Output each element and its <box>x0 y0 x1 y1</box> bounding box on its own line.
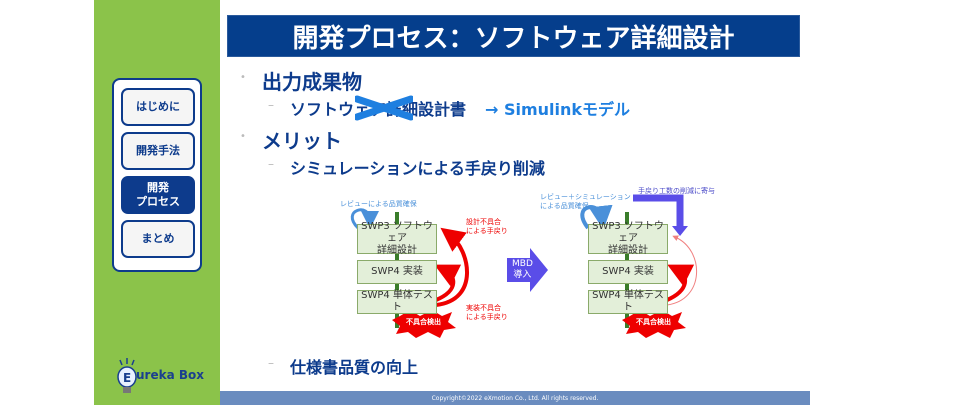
eureka-box-logo: E ureka Box <box>112 358 212 400</box>
slide-title: 開発プロセス：ソフトウェア詳細設計 <box>227 15 800 57</box>
bullet-sub-simulink: → Simulinkモデル <box>485 100 631 119</box>
step-box-unit-test-after: SWP4 単体テスト <box>588 290 668 314</box>
rework-arrow-design <box>435 227 469 307</box>
nav-panel: はじめに 開発手法 開発 プロセス まとめ <box>112 78 202 272</box>
bullet-dot: • <box>240 72 246 83</box>
mbd-label: MBD 導入 <box>512 259 533 280</box>
bullet-dash: – <box>268 356 274 370</box>
defect-burst-before <box>392 310 456 338</box>
step-box-unit-test: SWP4 単体テスト <box>357 290 437 314</box>
sidebar: はじめに 開発手法 開発 プロセス まとめ E ureka Box <box>94 0 220 405</box>
nav-item-process[interactable]: 開発 プロセス <box>121 176 195 214</box>
step-box-detail-design-after: SWP3 ソフトウェア 詳細設計 <box>588 221 668 256</box>
strikethrough-mark <box>355 95 413 121</box>
bullet-sub-simulation: シミュレーションによる手戻り削減 <box>290 159 545 178</box>
rework-arrow-impl <box>434 264 462 302</box>
note-design-defect: 設計不具合 による手戻り <box>466 218 508 235</box>
step-box-detail-design: SWP3 ソフトウェア 詳細設計 <box>357 221 437 256</box>
review-loop-before <box>350 208 379 230</box>
mbd-arrow <box>507 248 548 292</box>
lightbulb-icon: E <box>117 358 137 393</box>
bullet-dot: • <box>240 131 246 142</box>
bullet-outputs: 出力成果物 <box>262 70 362 94</box>
step-box-implementation-after: SWP4 実装 <box>588 260 668 284</box>
reduction-note: 手戻り工数の削減に寄与 <box>638 187 715 195</box>
step-box-implementation: SWP4 実装 <box>357 260 437 284</box>
review-loop-after <box>580 204 613 230</box>
note-impl-defect: 実装不具合 による手戻り <box>466 304 508 321</box>
copyright-footer: Copyright©2022 eXmotion Co., Ltd. All ri… <box>220 391 810 405</box>
nav-item-method[interactable]: 開発手法 <box>121 132 195 170</box>
review-note-before: レビューによる品質確保 <box>340 200 417 208</box>
bullet-dash: – <box>268 157 274 171</box>
review-note-after: レビュー＋シミュレーション による品質確保 <box>540 193 631 210</box>
defect-label-after: 不具合検出 <box>636 318 671 326</box>
logo-text: ureka Box <box>136 368 204 382</box>
nav-item-intro[interactable]: はじめに <box>121 88 195 126</box>
bullet-sub-quality: 仕様書品質の向上 <box>290 358 419 377</box>
bullet-dash: – <box>268 98 274 112</box>
defect-burst-after <box>622 310 686 338</box>
nav-item-summary[interactable]: まとめ <box>121 220 195 258</box>
svg-text:E: E <box>123 371 131 385</box>
defect-label-before: 不具合検出 <box>406 318 441 326</box>
rework-arrow-design-after <box>666 235 697 306</box>
reduction-arrow <box>633 194 684 228</box>
bullet-merits: メリット <box>262 129 342 153</box>
rework-arrow-impl-after <box>666 264 695 302</box>
